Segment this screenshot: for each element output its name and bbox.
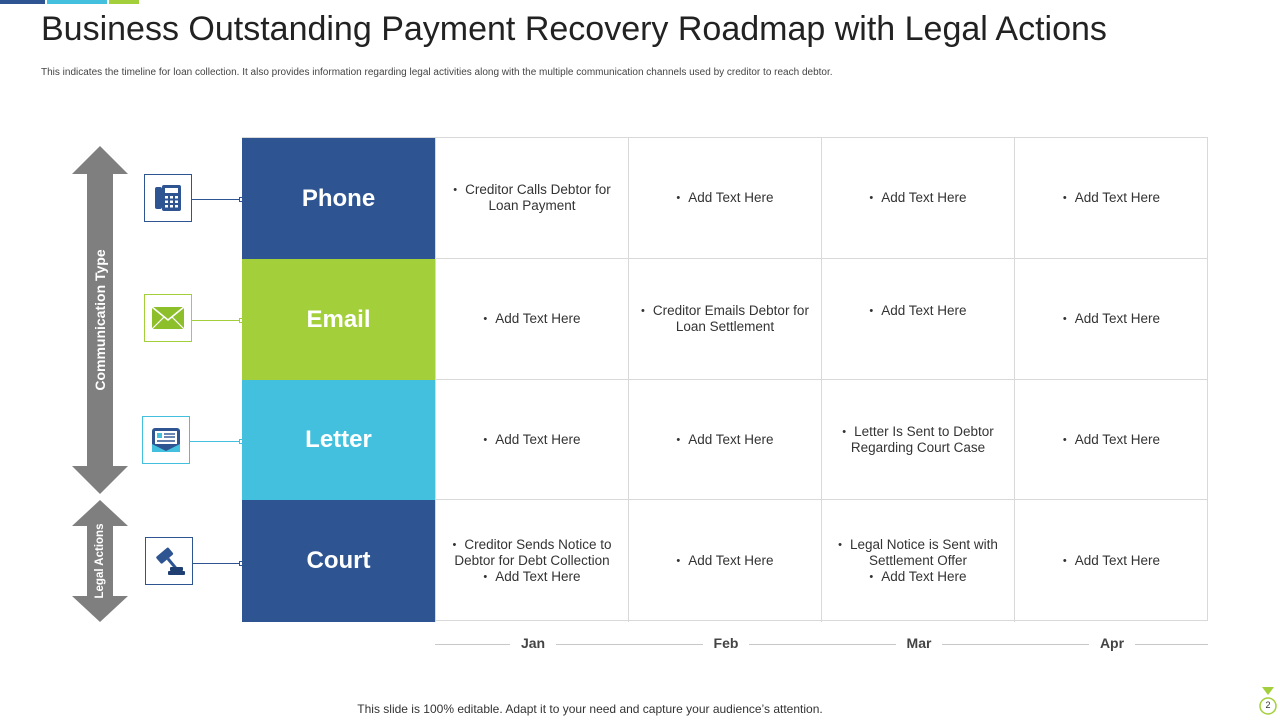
phone-icon-box xyxy=(144,174,192,222)
telephone-icon xyxy=(155,185,181,211)
cell-email-jan: Add Text Here xyxy=(435,259,628,380)
letter-connector xyxy=(190,441,242,442)
month-label-mar: Mar xyxy=(906,635,932,651)
month-label-apr: Apr xyxy=(1099,635,1125,651)
court-icon-box xyxy=(145,537,193,585)
cell-phone-jan: Creditor Calls Debtor for Loan Payment xyxy=(435,138,628,259)
cell-text: Add Text Here xyxy=(676,190,773,206)
cell-court-mar: Legal Notice is Sent with Settlement Off… xyxy=(821,500,1014,622)
month-axis: Jan Feb Mar Apr xyxy=(435,634,1208,654)
cell-letter-feb: Add Text Here xyxy=(628,380,821,500)
cell-text: Add Text Here xyxy=(1063,190,1160,206)
cell-text: Add Text Here xyxy=(1063,553,1160,569)
email-icon-box xyxy=(144,294,192,342)
cell-letter-mar: Letter Is Sent to Debtor Regarding Court… xyxy=(821,380,1014,500)
month-label-feb: Feb xyxy=(713,635,739,651)
month-line xyxy=(942,644,1089,645)
page-subtitle: This indicates the timeline for loan col… xyxy=(41,67,833,78)
phone-connector xyxy=(192,199,242,200)
cell-text: Creditor Calls Debtor for Loan Payment xyxy=(448,182,616,214)
hourglass-icon xyxy=(1259,687,1277,715)
row-label-court: Court xyxy=(242,500,435,622)
cell-text: Add Text Here xyxy=(869,190,966,206)
court-connector xyxy=(193,563,242,564)
month-line xyxy=(556,644,703,645)
envelope-icon xyxy=(151,306,185,330)
cell-email-mar: Add Text Here xyxy=(821,259,1014,380)
cell-text: Legal Notice is Sent with Settlement Off… xyxy=(834,537,1002,569)
page-number: 2 xyxy=(1265,700,1271,710)
cell-text: Add Text Here xyxy=(483,311,580,327)
cell-text: Letter Is Sent to Debtor Regarding Court… xyxy=(834,424,1002,456)
cell-text: Add Text Here xyxy=(676,553,773,569)
cell-court-feb: Add Text Here xyxy=(628,500,821,622)
communication-type-label: Communication Type xyxy=(92,249,108,391)
cell-letter-jan: Add Text Here xyxy=(435,380,628,500)
cell-letter-apr: Add Text Here xyxy=(1014,380,1208,500)
cell-phone-mar: Add Text Here xyxy=(821,138,1014,259)
cell-phone-feb: Add Text Here xyxy=(628,138,821,259)
page-title: Business Outstanding Payment Recovery Ro… xyxy=(41,10,1107,48)
letter-icon xyxy=(152,428,180,452)
row-label-letter: Letter xyxy=(242,380,435,500)
cell-text: Add Text Here xyxy=(483,432,580,448)
cell-court-apr: Add Text Here xyxy=(1014,500,1208,622)
cell-text: Add Text Here xyxy=(869,303,966,319)
month-line xyxy=(1135,644,1208,645)
footer-note: This slide is 100% editable. Adapt it to… xyxy=(357,702,823,716)
cell-text: Add Text Here xyxy=(676,432,773,448)
accent-bar-green xyxy=(109,0,139,4)
accent-bar-cyan xyxy=(47,0,107,4)
accent-bar-blue xyxy=(0,0,45,4)
legal-actions-arrow: Legal Actions xyxy=(72,500,128,622)
row-label-email: Email xyxy=(242,259,435,380)
cell-text: Add Text Here xyxy=(869,569,966,585)
cell-text: Creditor Sends Notice to Debtor for Debt… xyxy=(448,537,616,569)
gavel-icon xyxy=(156,547,185,575)
page-number-badge: 2 xyxy=(1258,686,1278,718)
month-line xyxy=(749,644,896,645)
month-line xyxy=(435,644,510,645)
cell-email-apr: Add Text Here xyxy=(1014,259,1208,380)
cell-text: Add Text Here xyxy=(483,569,580,585)
letter-icon-box xyxy=(142,416,190,464)
row-label-phone: Phone xyxy=(242,138,435,259)
roadmap-grid: Phone Creditor Calls Debtor for Loan Pay… xyxy=(242,137,1208,622)
cell-text: Creditor Emails Debtor for Loan Settleme… xyxy=(641,303,809,335)
communication-type-arrow: Communication Type xyxy=(72,146,128,494)
cell-text: Add Text Here xyxy=(1063,432,1160,448)
email-connector xyxy=(192,320,242,321)
cell-text: Add Text Here xyxy=(1063,311,1160,327)
legal-actions-label: Legal Actions xyxy=(94,523,106,599)
cell-phone-apr: Add Text Here xyxy=(1014,138,1208,259)
cell-email-feb: Creditor Emails Debtor for Loan Settleme… xyxy=(628,259,821,380)
cell-court-jan: Creditor Sends Notice to Debtor for Debt… xyxy=(435,500,628,622)
month-label-jan: Jan xyxy=(520,635,546,651)
